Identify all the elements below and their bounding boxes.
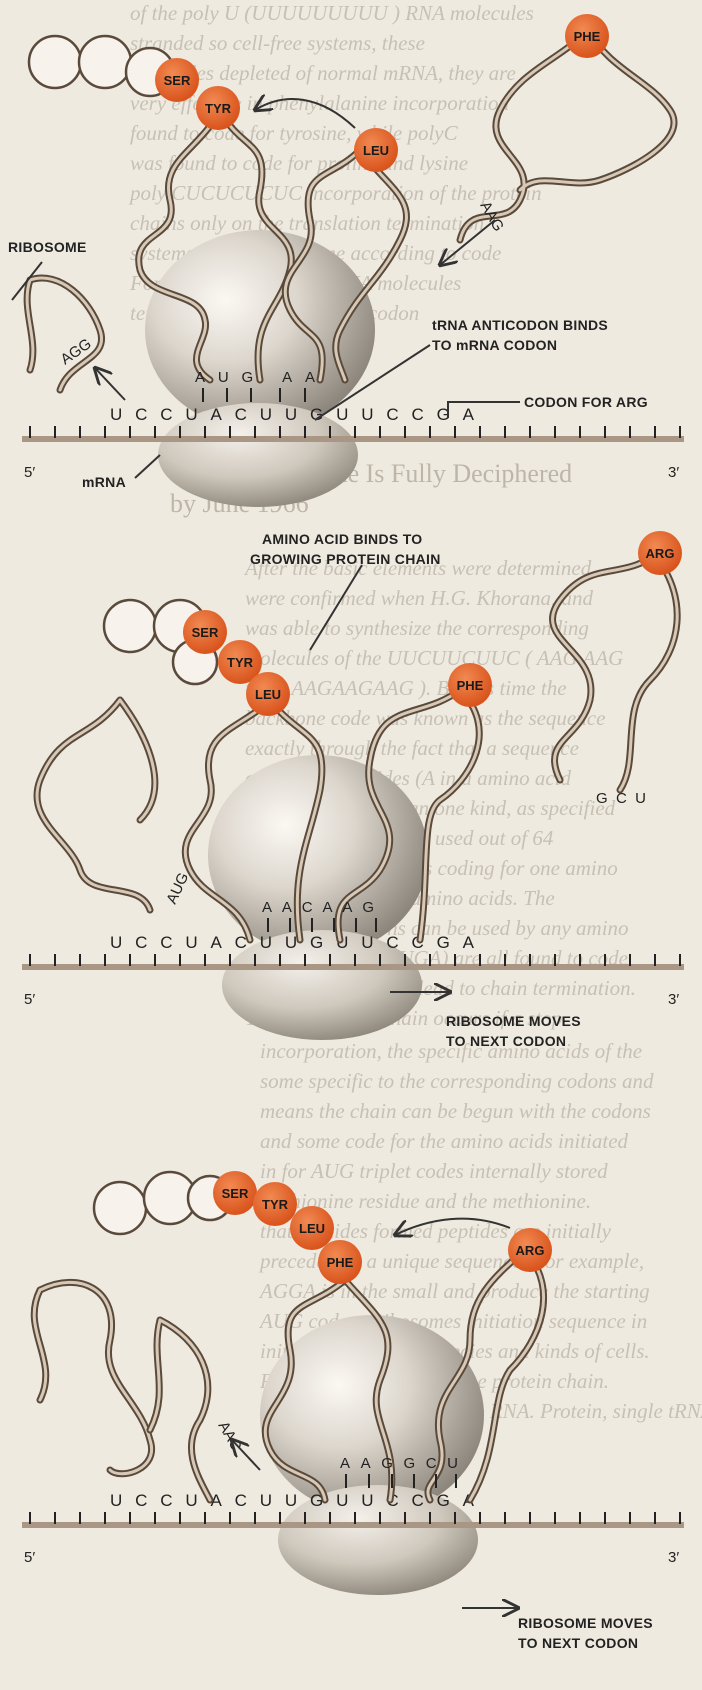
five-prime-label: 5′ [24, 464, 35, 481]
arrow-codon-for-arg [448, 402, 520, 418]
amino-acid-phe: PHE [448, 663, 492, 707]
amino-acid-ser: SER [213, 1171, 257, 1215]
svg-text:LEU: LEU [255, 687, 281, 702]
anticodon-left-tRNA: AGG [58, 335, 95, 368]
background-text-line: preceded by a unique sequence. For examp… [258, 1249, 644, 1273]
label-mrna: mRNA [82, 474, 126, 490]
background-text-line: stranded so cell-free systems, these [130, 31, 425, 55]
background-text-line: some specific to the corresponding codon… [260, 1069, 654, 1093]
anticodon-left-tRNA: AUG [163, 870, 192, 907]
ribosome-large-subunit [260, 1315, 484, 1515]
svg-text:PHE: PHE [457, 678, 484, 693]
label-anticodon-line2: TO mRNA CODON [432, 337, 557, 353]
amino-acid-phe: PHE [565, 14, 609, 58]
svg-text:SER: SER [164, 73, 191, 88]
anticodon-right-tRNA: GCU [596, 790, 646, 807]
label-ribosome: RIBOSOME [8, 239, 87, 255]
svg-text:SER: SER [222, 1186, 249, 1201]
protein-chain-backbone [94, 1172, 232, 1234]
label-amino-line2: GROWING PROTEIN CHAIN [250, 551, 441, 567]
background-text-line: was able to synthesize the corresponding [245, 616, 589, 640]
label-ribosome-moves-line2: TO NEXT CODON [446, 1033, 566, 1049]
five-prime-label: 5′ [24, 1549, 35, 1566]
svg-text:TYR: TYR [205, 101, 232, 116]
svg-text:LEU: LEU [299, 1221, 325, 1236]
background-text-line: found to code for tyrosine, while polyC [130, 121, 459, 145]
amino-acid-arg: ARG [638, 531, 682, 575]
mrna-sequence: UCCUACUUGUUCCGA [110, 405, 475, 424]
svg-text:ARG: ARG [646, 546, 675, 561]
svg-text:TYR: TYR [227, 655, 254, 670]
amino-acid-arg: ARG [508, 1228, 552, 1272]
background-text-line: were confirmed when H.G. Khorana, and [245, 586, 594, 610]
amino-acid-leu: LEU [246, 672, 290, 716]
amino-acid-ser: SER [183, 610, 227, 654]
label-amino-line1: AMINO ACID BINDS TO [262, 531, 422, 547]
three-prime-label: 3′ [668, 464, 679, 481]
svg-text:LEU: LEU [363, 143, 389, 158]
background-text-line: poly CUCUCUCUC incorporation of the prot… [128, 181, 542, 205]
background-text-line: then, AAGAAGAAG ). By this time the [245, 676, 567, 700]
background-text-line: exactly through the fact that a sequence [245, 736, 579, 760]
amino-acid-leu: LEU [290, 1206, 334, 1250]
amino-acid-tyr: TYR [253, 1182, 297, 1226]
background-text-line: means the chain can be begun with the co… [260, 1099, 651, 1123]
five-prime-label: 5′ [24, 991, 35, 1008]
amino-acid-ser: SER [155, 58, 199, 102]
label-ribosome-moves-line1: RIBOSOME MOVES [518, 1615, 653, 1631]
three-prime-label: 3′ [668, 1549, 679, 1566]
label-anticodon-line1: tRNA ANTICODON BINDS [432, 317, 608, 333]
background-text-line: and some code for the amino acids initia… [260, 1129, 629, 1153]
arrow-left-trna-leaving [95, 368, 125, 400]
svg-text:SER: SER [192, 625, 219, 640]
label-ribosome-moves-line2: TO NEXT CODON [518, 1635, 638, 1651]
svg-text:ARG: ARG [516, 1243, 545, 1258]
background-text-line: of the poly U (UUUUUUUUU ) RNA molecules [130, 1, 534, 25]
background-text-line: in for AUG triplet codes internally stor… [260, 1159, 608, 1183]
arrow-left-trna-leaving [232, 1440, 260, 1470]
svg-text:TYR: TYR [262, 1197, 289, 1212]
three-prime-label: 3′ [668, 991, 679, 1008]
svg-text:PHE: PHE [574, 29, 601, 44]
amino-acid-tyr: TYR [196, 86, 240, 130]
amino-acid-phe: PHE [318, 1240, 362, 1284]
label-codon-for-arg: CODON FOR ARG [524, 394, 648, 410]
svg-text:PHE: PHE [327, 1255, 354, 1270]
arrow-mrna-label [135, 455, 160, 478]
amino-acid-leu: LEU [354, 128, 398, 172]
label-ribosome-moves-line1: RIBOSOME MOVES [446, 1013, 581, 1029]
mrna-sequence: UCCUACUUGUUCCGA [110, 1491, 475, 1510]
